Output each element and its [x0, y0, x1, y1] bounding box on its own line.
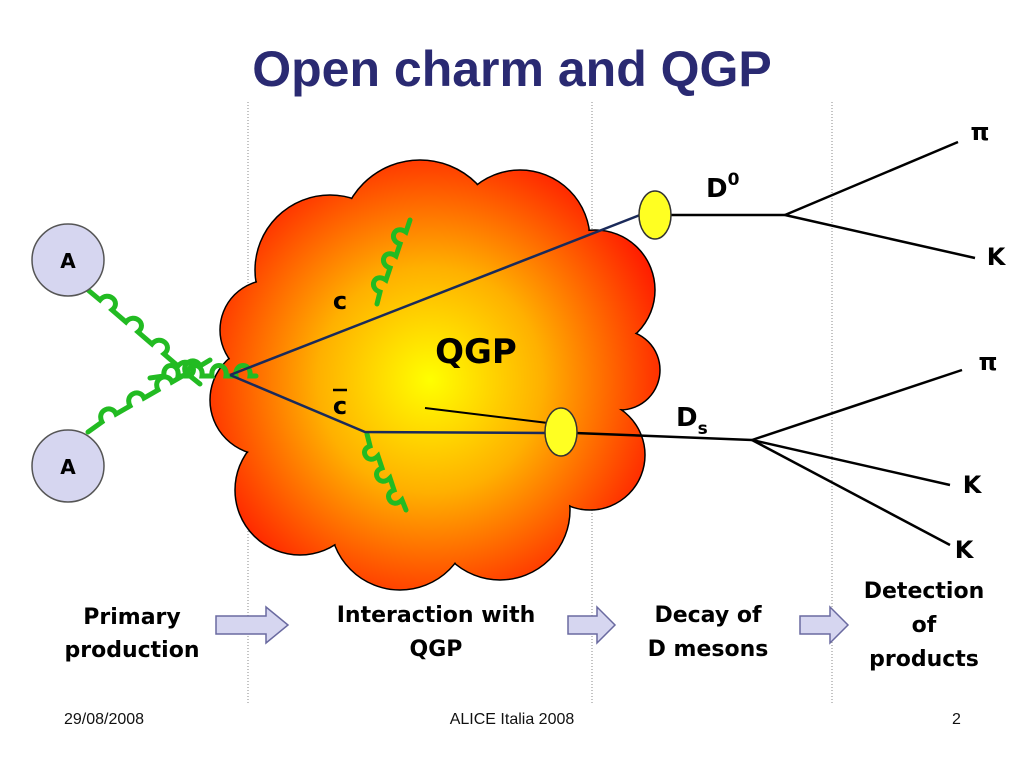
ds-track [574, 431, 753, 442]
gluon-radiated-c [371, 217, 413, 307]
d0-decay-k [784, 213, 976, 260]
ds-decay-k1 [751, 438, 951, 487]
d0-decay-pi [784, 140, 959, 217]
product-pi-1: π [971, 118, 990, 146]
slide-title: Open charm and QGP [252, 41, 772, 97]
stage-arrow-2 [567, 605, 617, 645]
gluon-fusion [147, 363, 259, 381]
gluon-lower-beam [85, 357, 213, 435]
product-pi-2: π [979, 348, 998, 376]
stage-arrow-1 [215, 605, 290, 645]
ds-decay-pi [751, 368, 963, 442]
product-k-3: K [955, 536, 975, 564]
stage-decay-line1: Decay of [654, 603, 762, 628]
stage-primary-line2: production [65, 638, 200, 663]
charm-quark-track [229, 213, 641, 377]
product-k-1: K [987, 243, 1007, 271]
stage-arrow-3 [799, 605, 850, 645]
ds-meson [544, 407, 578, 457]
footer-center: ALICE Italia 2008 [449, 711, 575, 728]
footer-page-number: 2 [952, 711, 961, 728]
footer-date: 29/08/2008 [64, 711, 145, 728]
anticharm-quark-track [229, 373, 549, 435]
product-k-2: K [963, 471, 983, 499]
gluon-radiated-cbar [362, 431, 409, 513]
ds-decay-k2 [751, 438, 951, 547]
nucleus-lower: A [31, 429, 105, 503]
charm-quark-label: c [333, 287, 347, 315]
nucleus-lower-label: A [60, 455, 76, 479]
stage-decay-line2: D mesons [648, 637, 769, 662]
nucleus-upper: A [31, 223, 105, 297]
ds-label: Ds [676, 403, 708, 439]
qgp-label: QGP [435, 332, 517, 372]
stage-primary-line1: Primary [83, 605, 180, 630]
stage-interaction-line1: Interaction with [337, 603, 536, 628]
stage-interaction-line2: QGP [410, 637, 463, 662]
stage-detection-line3: products [869, 647, 979, 672]
d0-meson [638, 190, 672, 240]
anticharm-quark-label: c [333, 392, 347, 420]
stage-detection-line2: of [912, 613, 937, 638]
nucleus-upper-label: A [60, 249, 76, 273]
qgp-pointer-line [424, 407, 549, 424]
stage-detection-line1: Detection [864, 579, 985, 604]
d0-label: D0 [706, 170, 740, 204]
